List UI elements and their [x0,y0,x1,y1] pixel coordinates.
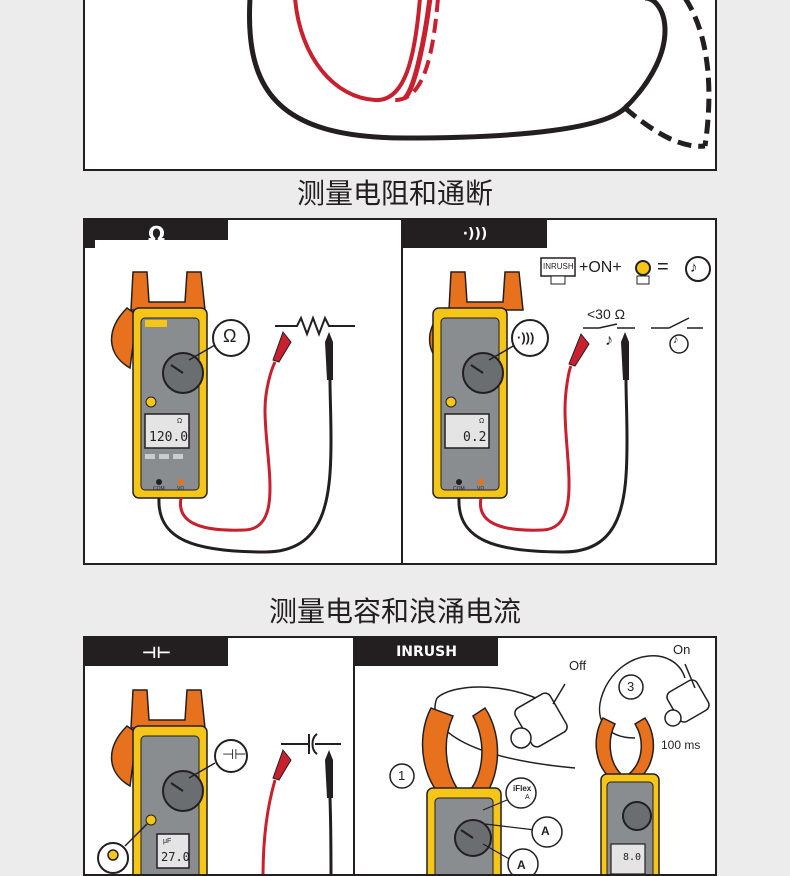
plus-on-plus-label: +ON+ [579,259,622,276]
capacitance-panel: ⊣⊢ ⊣⊢ 27.0 μF [83,636,355,876]
capacitance-display-unit: μF [163,838,172,845]
motor-on-label: On [673,642,691,657]
continuity-illustration [428,256,711,554]
equals-label: = [657,256,669,278]
continuity-panel: ·))) INRUSH +ON+ = <30 Ω ·))) [401,218,717,565]
continuity-com-label: COM [453,486,465,492]
test-lead-loop-illustration [246,0,712,149]
inrush-display-value: 8.0 [623,852,642,863]
resistance-display-unit: Ω [177,418,183,425]
dc-amps-label: A [541,824,550,838]
continuity-tab-label: ·))) [462,226,488,242]
inrush-panel: INRUSH Off O [353,636,717,876]
resistance-display-value: 120.0 [149,430,189,445]
inrush-illustration [389,655,710,874]
top-lead-panel [83,0,717,171]
beep-off-icon: ♪ [673,334,679,346]
resistance-panel: Ω Ω 120.0 Ω COM VΩ [83,218,403,565]
continuity-display-value: 0.2 [463,430,487,445]
step-1-label: 1 [398,768,406,783]
resistance-section-title: 测量电阻和通断 [296,177,493,210]
capacitor-tab-label: ⊣⊢ [141,642,172,662]
resistance-volt-label: VΩ [177,486,185,492]
continuity-tab: ·))) [403,220,547,248]
inrush-duration-label: 100 ms [661,738,701,752]
motor-off-label: Off [569,658,587,673]
beep-icon: ♪ [605,332,613,349]
continuity-display-unit: Ω [479,418,485,425]
capacitance-illustration [97,689,341,874]
ohm-dial-symbol: Ω [223,326,237,346]
capacitance-section-title: 测量电容和浪涌电流 [268,595,521,628]
white-label-block [95,240,263,272]
continuity-threshold: <30 Ω [587,306,626,322]
resistance-illustration [110,271,355,554]
step-3-label: 3 [627,679,635,694]
beep-mute-icon: ♪ [690,259,698,276]
iflex-label: iFlex [513,784,532,793]
inrush-key-label: INRUSH [543,262,574,271]
resistance-com-label: COM [153,486,165,492]
capacitance-tab: ⊣⊢ [85,638,228,666]
inrush-tab: INRUSH [355,638,498,666]
capacitance-display-value: 27.0 [161,850,190,864]
continuity-volt-label: VΩ [477,486,485,492]
ac-amps-label: A [517,858,526,872]
inrush-tab-label: INRUSH [396,644,457,660]
iflex-unit-label: A [525,794,530,801]
capacitor-dial-symbol: ⊣⊢ [222,746,247,762]
continuity-dial-symbol: ·))) [517,330,535,345]
